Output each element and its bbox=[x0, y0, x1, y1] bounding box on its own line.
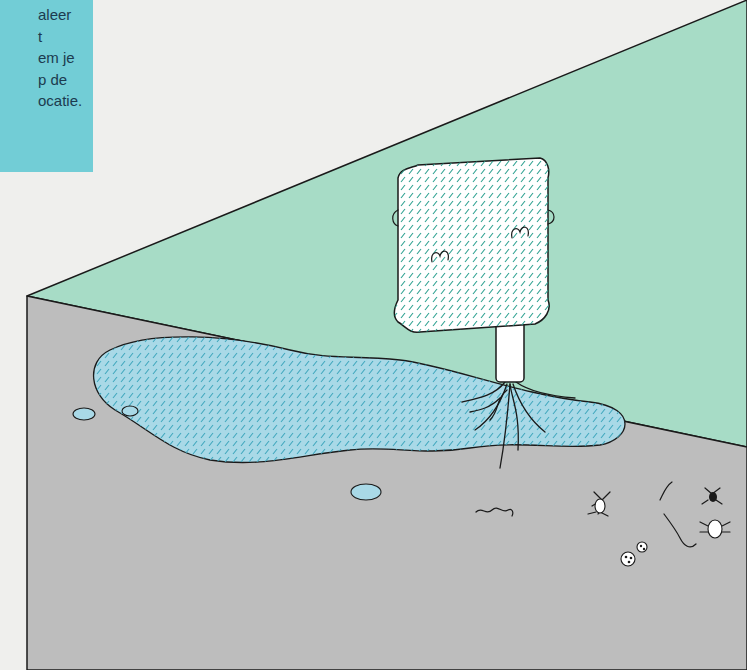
note-text: t bbox=[38, 26, 87, 48]
note-text: aleer bbox=[38, 4, 87, 26]
note-text: em je bbox=[38, 47, 87, 69]
note-text: ocatie. bbox=[38, 90, 87, 112]
note-box: aleertem jep deocatie. bbox=[0, 0, 93, 172]
note-text: p de bbox=[38, 69, 87, 91]
